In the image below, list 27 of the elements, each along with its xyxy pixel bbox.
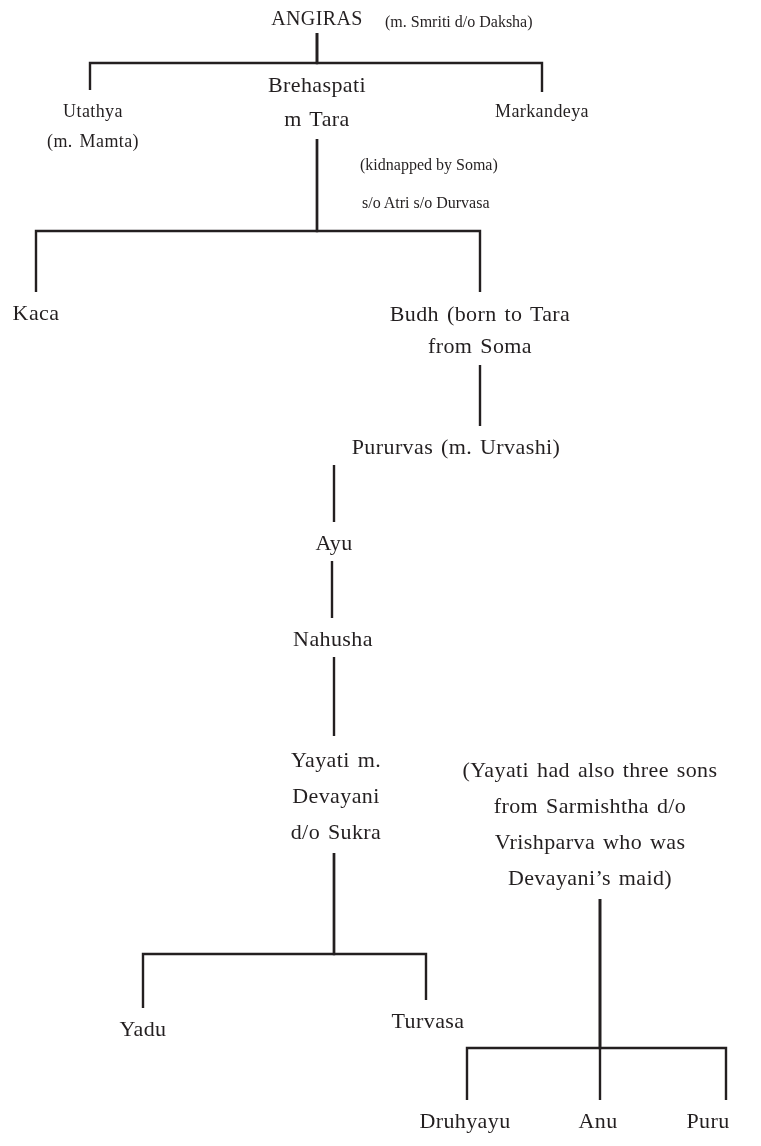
connector-line bbox=[332, 465, 336, 522]
name-label: Pururvas (m. Urvashi) bbox=[351, 432, 561, 462]
name-label: (Yayati had also three sons from Sarmishtha d/o Vrishparva who was Devayani’s maid) bbox=[452, 752, 728, 896]
connector-line bbox=[598, 899, 728, 1100]
connector-line bbox=[315, 139, 482, 292]
name-label: Brehaspati m Tara bbox=[267, 68, 367, 136]
name-label: Markandeya bbox=[495, 98, 589, 124]
connector-line bbox=[478, 365, 482, 426]
connector-line bbox=[332, 853, 428, 1000]
name-label: Druhyayu bbox=[419, 1106, 511, 1136]
name-label: Budh (born to Tara from Soma bbox=[365, 298, 595, 362]
name-label: Kaca bbox=[12, 298, 60, 328]
name-label: Puru bbox=[686, 1106, 730, 1136]
name-label: Yayati m. Devayani d/o Sukra bbox=[280, 742, 392, 850]
name-label: Yadu bbox=[119, 1014, 167, 1044]
note-text: (m. Smriti d/o Daksha) bbox=[385, 12, 533, 33]
connector-line bbox=[330, 561, 334, 618]
name-label: Utathya (m. Mamta) bbox=[47, 96, 139, 156]
connector-line bbox=[315, 33, 544, 92]
note-text: (kidnapped by Soma) bbox=[360, 155, 498, 176]
name-label: Nahusha bbox=[293, 624, 373, 654]
name-label: Ayu bbox=[315, 528, 353, 558]
name-label: ANGIRAS bbox=[271, 6, 363, 30]
note-text: s/o Atri s/o Durvasa bbox=[361, 193, 491, 213]
name-label: Anu bbox=[578, 1106, 618, 1136]
connector-line bbox=[332, 657, 336, 736]
name-label: Turvasa bbox=[391, 1006, 465, 1036]
